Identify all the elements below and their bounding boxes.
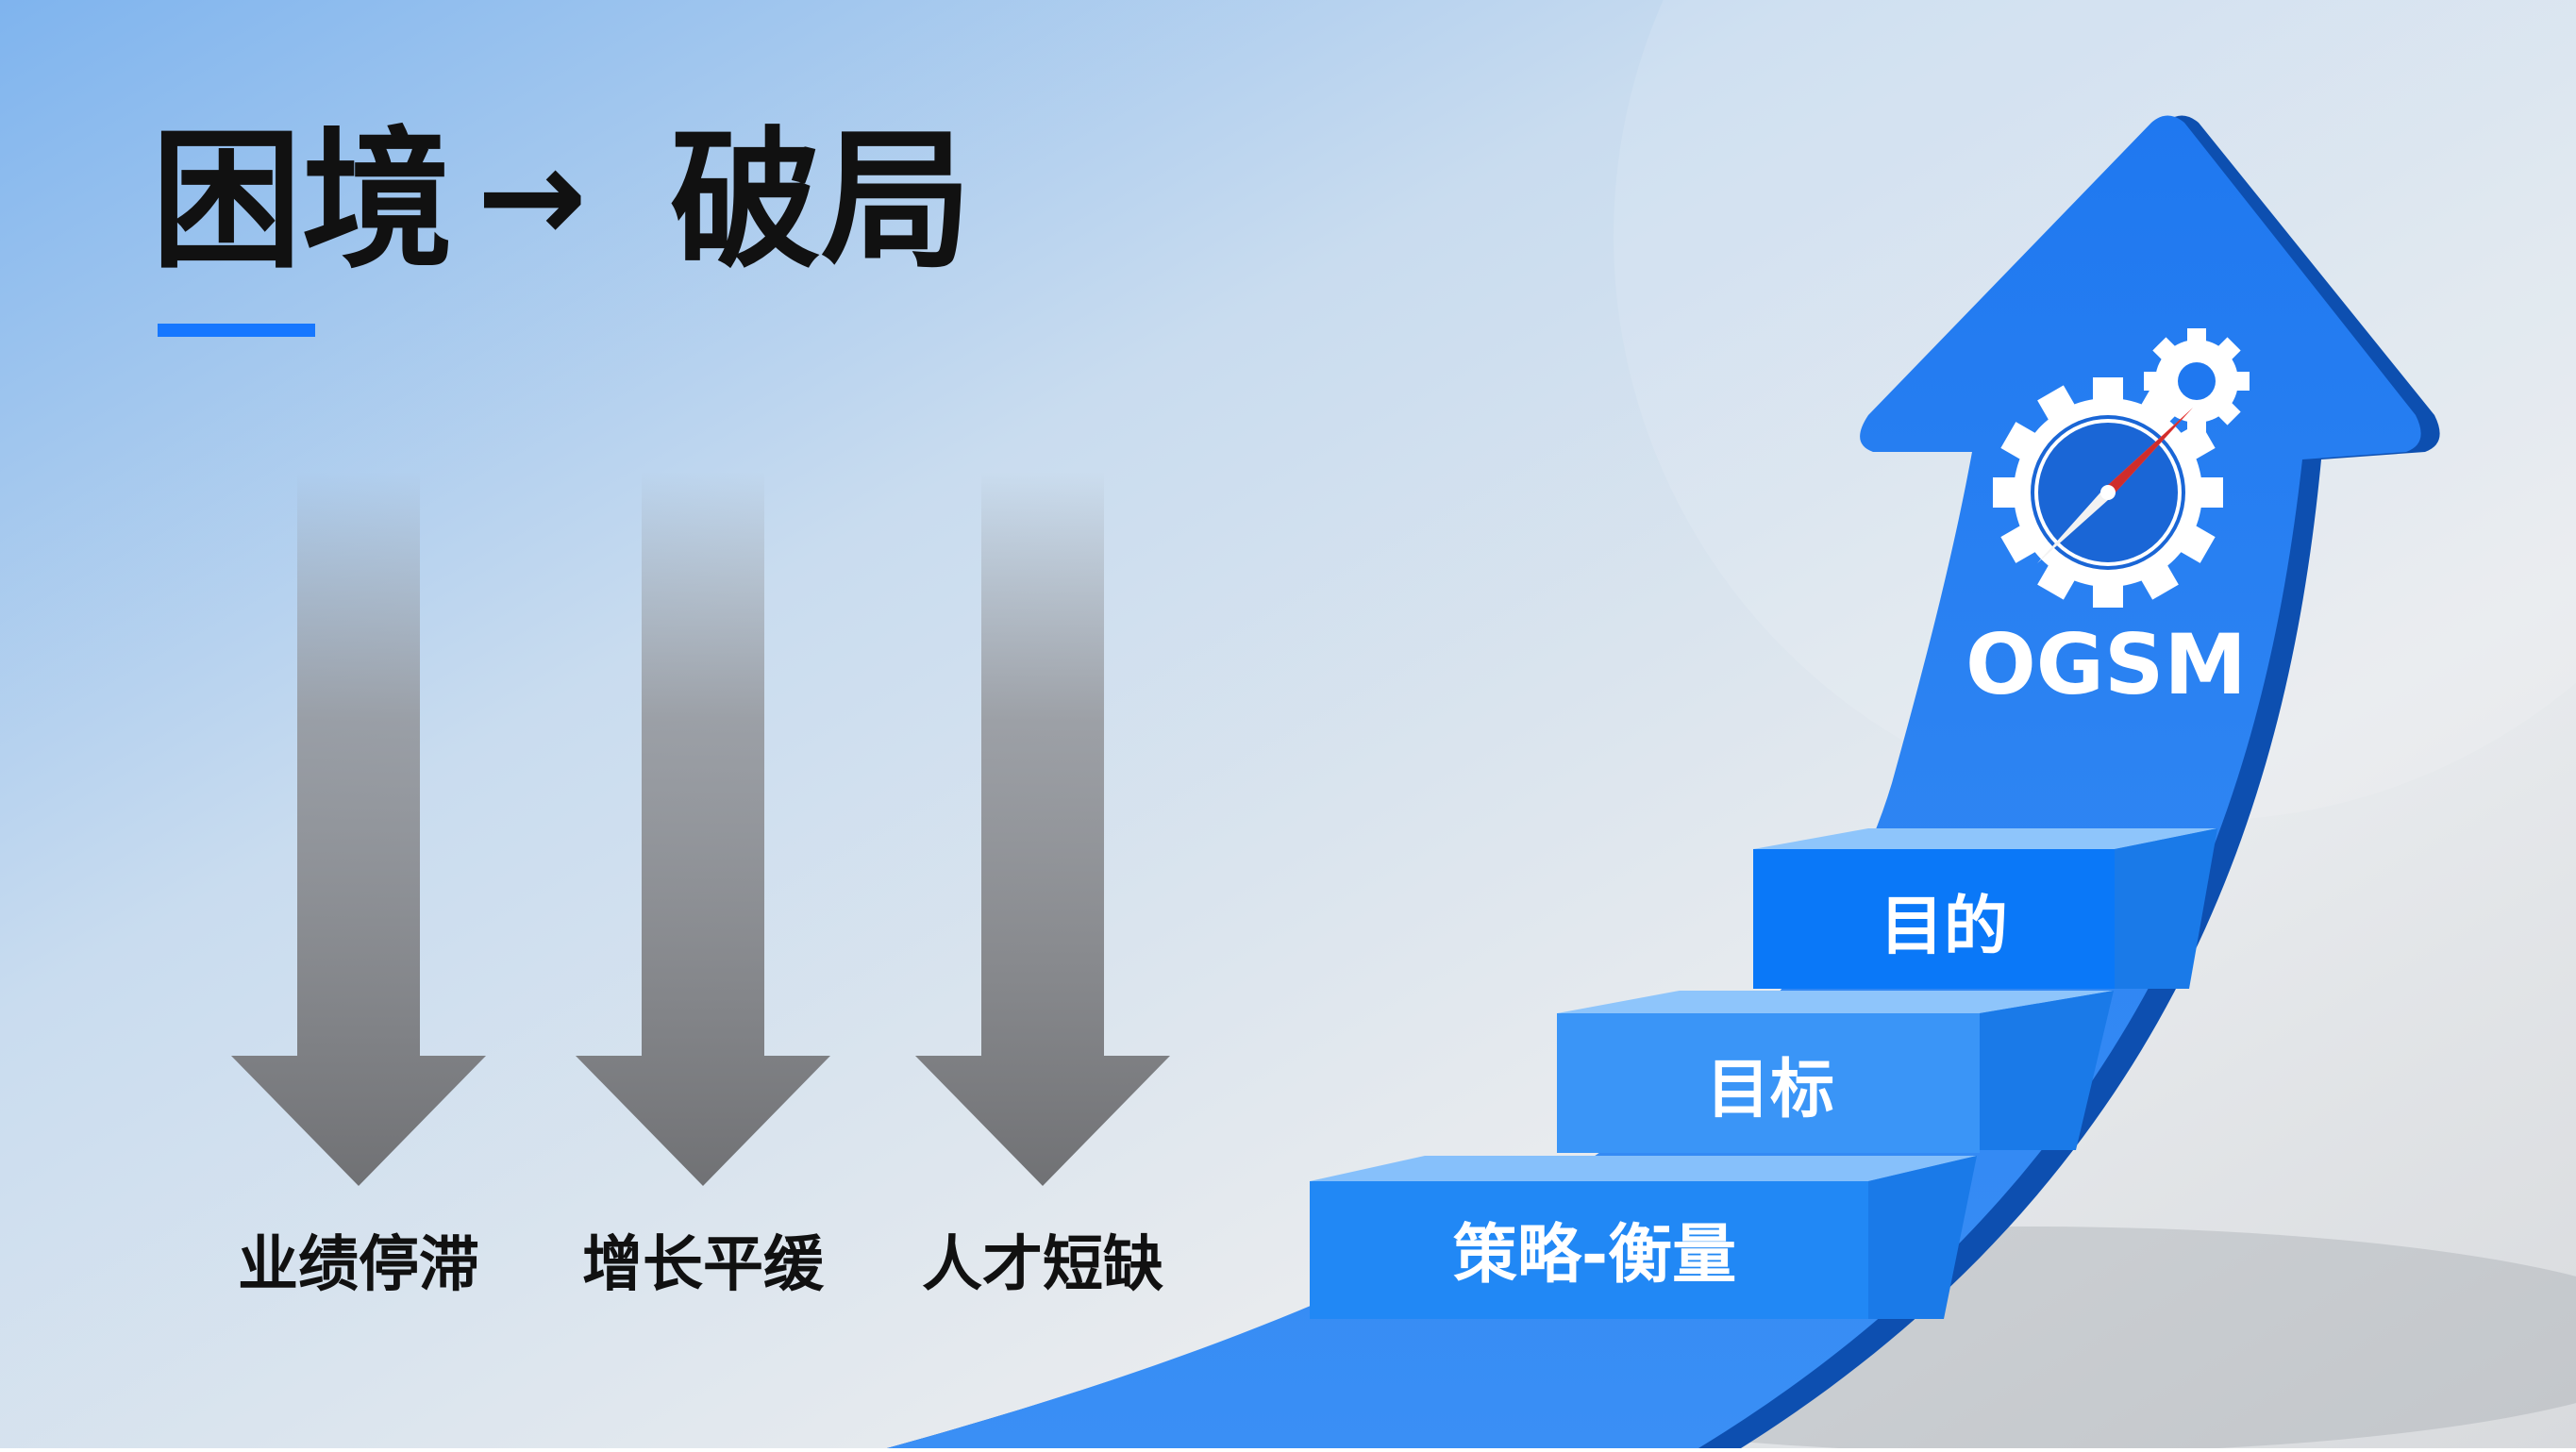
problem-label: 增长平缓 bbox=[582, 1230, 825, 1300]
step-label: 目标 bbox=[1706, 1053, 1834, 1127]
title-left: 困境 bbox=[151, 112, 453, 289]
down-arrow-icon bbox=[576, 472, 830, 1186]
problem-3: 人才短缺 bbox=[915, 472, 1170, 1300]
problem-1: 业绩停滞 bbox=[231, 472, 486, 1300]
title-underline bbox=[158, 324, 315, 337]
step-label: 目的 bbox=[1880, 890, 2008, 964]
page-title: 困境 → 破局 bbox=[151, 112, 972, 289]
step-label: 策略-衡量 bbox=[1453, 1218, 1736, 1293]
step-objective: 目的 bbox=[1753, 828, 2217, 989]
compass-gear-icon bbox=[1993, 328, 2250, 608]
title-right: 破局 bbox=[670, 112, 972, 289]
title-arrow: → bbox=[477, 120, 587, 274]
problem-label: 人才短缺 bbox=[922, 1230, 1163, 1300]
ogsm-label: OGSM bbox=[1965, 616, 2247, 713]
down-arrow-icon bbox=[231, 472, 486, 1186]
step-goal: 目标 bbox=[1557, 991, 2114, 1153]
step-strategy-measure: 策略-衡量 bbox=[1310, 1156, 1977, 1319]
problem-2: 增长平缓 bbox=[576, 472, 830, 1300]
problem-label: 业绩停滞 bbox=[238, 1230, 479, 1300]
down-arrow-icon bbox=[915, 472, 1170, 1186]
